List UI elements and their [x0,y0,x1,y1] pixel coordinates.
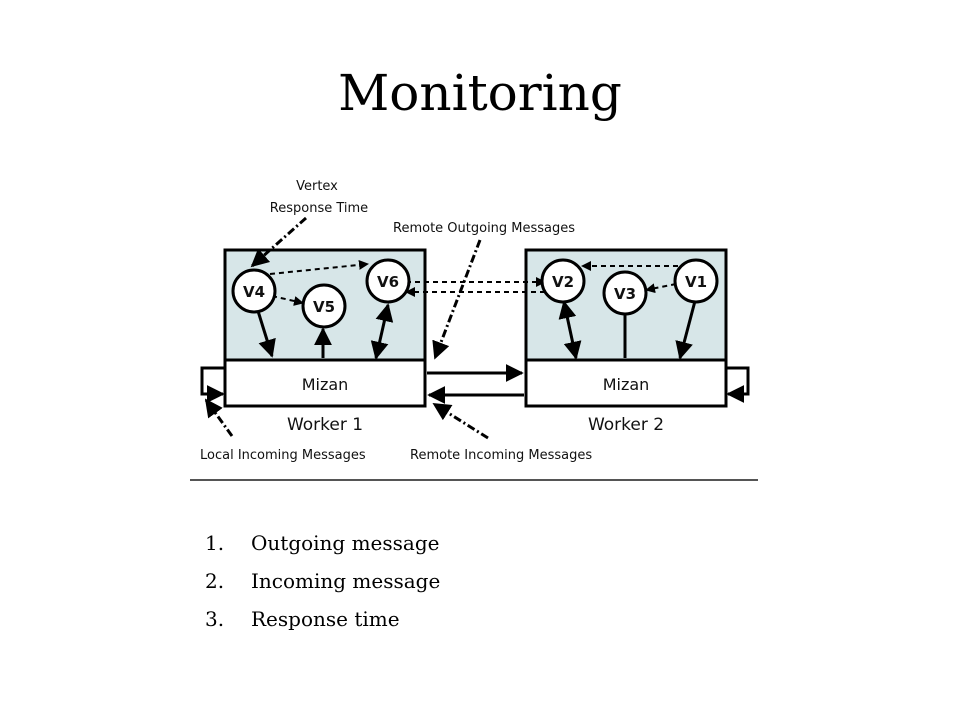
label-local-incoming: Local Incoming Messages [200,448,366,463]
list-item-number: 1. [205,531,225,555]
list-item-number: 3. [205,607,225,631]
list-item-number: 2. [205,569,225,593]
msg-v4-v6 [269,259,369,275]
svg-text:V1: V1 [685,273,707,291]
svg-text:V4: V4 [243,283,265,301]
svg-text:V3: V3 [614,285,636,303]
svg-text:V6: V6 [377,273,399,291]
label-remote-incoming: Remote Incoming Messages [410,448,592,463]
list-item: 1. Outgoing message [205,526,440,564]
label-vertex: Vertex [296,179,338,194]
worker-2-local-loop [726,366,750,403]
worker-2-mizan-box [524,358,728,408]
worker-1-local-loop [200,366,225,403]
mizan-monitoring-diagram: Mizan Worker 1 Mizan Worker 2 V4 V5 V6 V… [190,179,758,481]
vertex-v6: V6 [365,258,411,304]
list-item: 3. Response time [205,602,440,640]
vertex-v5: V5 [301,283,347,329]
vertex-v3: V3 [602,270,648,316]
svg-text:V5: V5 [313,298,335,316]
worker-2-label: Worker 2 [588,415,664,435]
vertex-v2: V2 [540,258,586,304]
pointer-remote-outgoing [432,239,482,360]
edge-v1-mizan [675,300,697,360]
list-item-text: Response time [251,607,400,631]
worker-1-label: Worker 1 [287,415,363,435]
list-item-text: Outgoing message [251,531,440,555]
pointer-vertex-response-time [250,216,307,268]
worker-1-mizan-box [223,358,427,408]
monitoring-points-list: 1. Outgoing message 2. Incoming message … [205,526,440,640]
label-response-time: Response Time [270,201,368,216]
svg-text:V2: V2 [552,273,574,291]
list-item-text: Incoming message [251,569,441,593]
pointer-local-incoming [204,398,234,437]
vertex-v1: V1 [673,258,719,304]
list-item: 2. Incoming message [205,564,440,602]
worker-2-mizan-label: Mizan [603,375,650,394]
vertex-v4: V4 [231,268,277,314]
edge-v6-mizan [370,303,394,360]
pointer-remote-incoming [432,402,489,440]
slide-title: Monitoring [338,64,622,122]
label-remote-outgoing: Remote Outgoing Messages [393,221,575,236]
edge-v4-mizan [256,310,276,358]
edge-v2-mizan [558,300,582,360]
worker-1-mizan-label: Mizan [302,375,349,394]
